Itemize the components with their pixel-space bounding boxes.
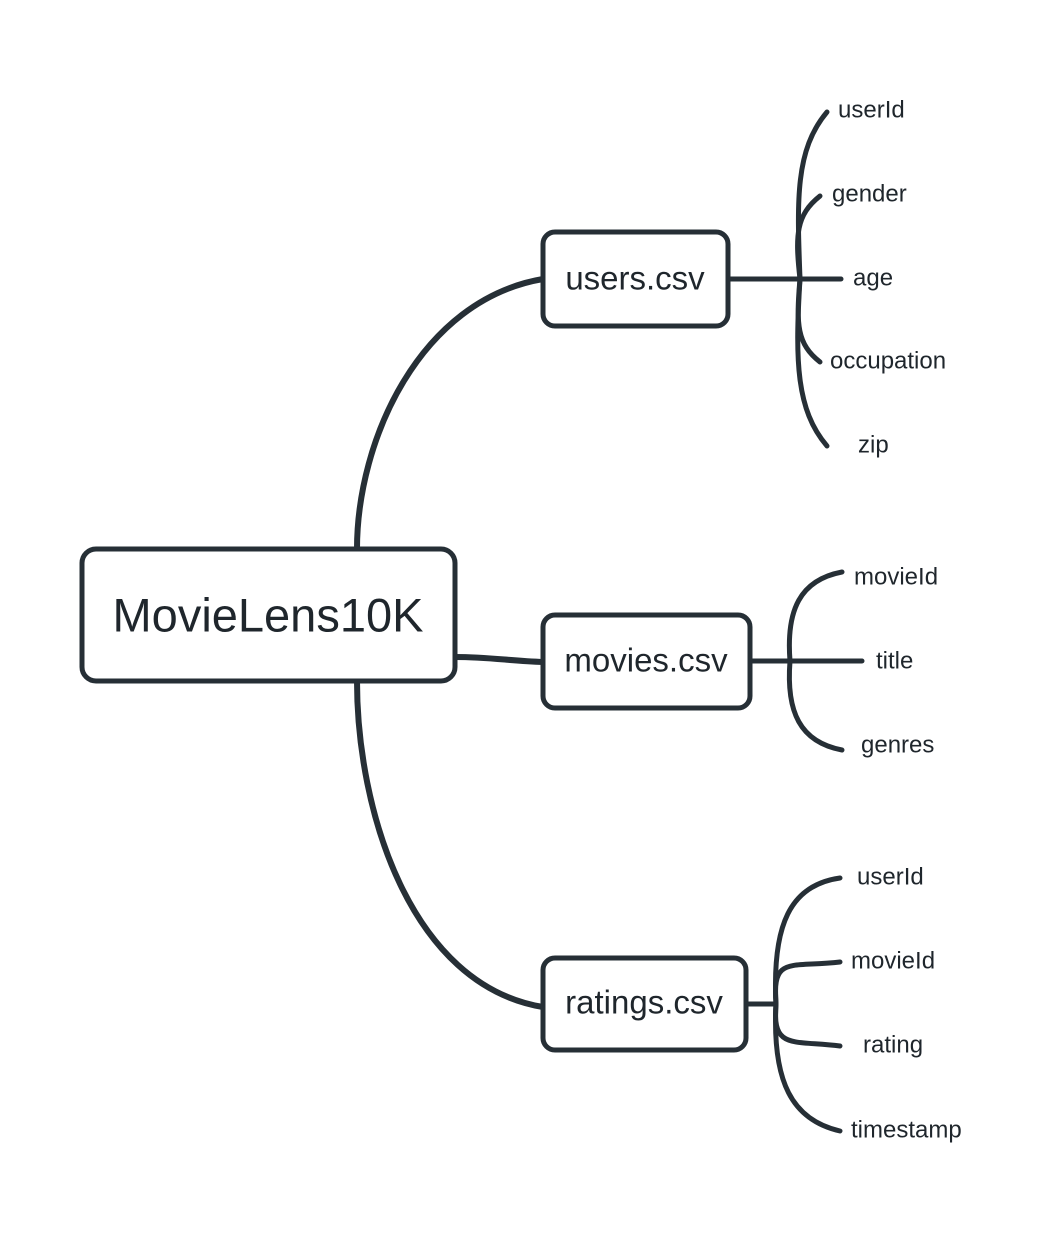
- users-node-box[interactable]: [540, 229, 731, 329]
- leaf-label-ratings-rating: rating: [863, 1031, 923, 1058]
- movies-leaf-labels: movieId title genres: [854, 563, 938, 758]
- edge-root-to-ratings: [354, 678, 546, 1010]
- leaf-label-users-gender: gender: [832, 180, 907, 207]
- root-branch-edges: [354, 276, 546, 1010]
- leaf-label-users-occupation: occupation: [830, 347, 946, 374]
- movies-leaf-edges: [747, 569, 865, 753]
- leaf-label-users-userid: userId: [838, 96, 905, 123]
- edge-ratings-to-userId: [772, 875, 843, 1007]
- node-users-csv[interactable]: users.csv: [540, 229, 731, 329]
- edge-ratings-to-timestamp: [773, 1001, 843, 1134]
- node-root[interactable]: MovieLens10K: [79, 546, 458, 684]
- root-node-box[interactable]: [79, 546, 458, 684]
- leaf-label-movies-movieid: movieId: [854, 563, 938, 590]
- ratings-leaf-edges: [743, 875, 843, 1134]
- edge-root-to-movies: [452, 654, 546, 665]
- leaf-label-users-zip: zip: [858, 431, 889, 458]
- leaf-label-movies-title: title: [876, 647, 913, 674]
- edge-movies-to-genres: [786, 658, 845, 753]
- leaf-label-ratings-movieid: movieId: [851, 947, 935, 974]
- edge-users-to-gender: [795, 193, 823, 282]
- ratings-node-box[interactable]: [540, 955, 749, 1053]
- edge-users-to-zip: [795, 276, 830, 449]
- edge-ratings-to-movieId: [772, 959, 843, 1007]
- users-leaf-labels: userId gender age occupation zip: [830, 96, 946, 458]
- root-node-label: MovieLens10K: [113, 588, 424, 641]
- movies-node-box[interactable]: [540, 612, 753, 711]
- edge-root-to-users: [354, 276, 546, 552]
- edge-movies-to-movieId: [786, 569, 845, 664]
- ratings-leaf-labels: userId movieId rating timestamp: [851, 863, 962, 1143]
- leaf-label-users-age: age: [853, 264, 893, 291]
- node-ratings-csv[interactable]: ratings.csv: [540, 955, 749, 1053]
- edge-users-to-userId: [795, 109, 830, 282]
- ratings-node-label: ratings.csv: [565, 984, 723, 1021]
- users-leaf-edges: [725, 109, 844, 449]
- edge-ratings-to-rating: [773, 1001, 843, 1049]
- leaf-label-ratings-userid: userId: [857, 863, 924, 890]
- users-node-label: users.csv: [565, 260, 705, 297]
- leaf-label-ratings-timestamp: timestamp: [851, 1116, 962, 1143]
- leaf-label-movies-genres: genres: [861, 731, 934, 758]
- node-movies-csv[interactable]: movies.csv: [540, 612, 753, 711]
- movies-node-label: movies.csv: [564, 642, 728, 679]
